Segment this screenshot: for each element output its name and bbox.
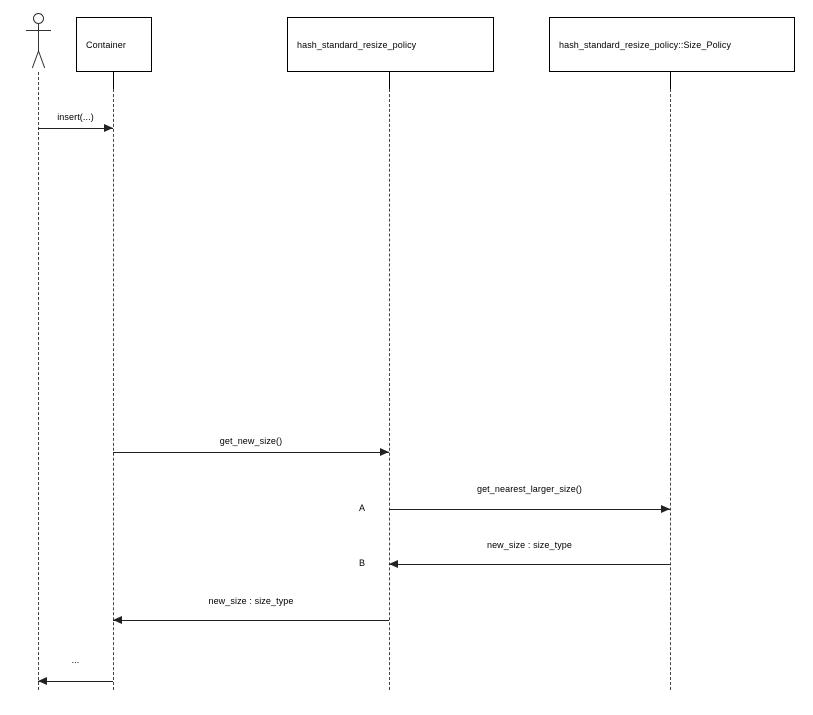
lifeline-container-stub	[113, 72, 114, 89]
message-arrowhead-new-size-return-outer	[113, 616, 122, 624]
message-label-get-nearest-larger-size: get_nearest_larger_size()	[476, 484, 583, 494]
message-marker-b: B	[359, 558, 366, 568]
message-line-insert	[38, 128, 113, 129]
lifeline-resize-policy	[389, 89, 390, 690]
lifeline-actor	[38, 72, 39, 690]
message-line-ellipsis-return	[38, 681, 113, 682]
participant-size-policy-label: hash_standard_resize_policy::Size_Policy	[559, 39, 732, 50]
message-arrowhead-new-size-return-inner	[389, 560, 398, 568]
message-line-get-new-size	[113, 452, 389, 453]
actor-leg-right-icon	[38, 50, 46, 69]
message-arrowhead-get-nearest-larger-size	[661, 505, 670, 513]
lifeline-resize-policy-stub	[389, 72, 390, 89]
participant-container[interactable]: Container	[76, 17, 152, 72]
lifeline-container	[113, 89, 114, 690]
message-label-new-size-return-inner: new_size : size_type	[486, 540, 573, 550]
lifeline-size-policy	[670, 89, 671, 690]
lifeline-size-policy-stub	[670, 72, 671, 89]
message-line-get-nearest-larger-size	[389, 509, 670, 510]
participant-size-policy[interactable]: hash_standard_resize_policy::Size_Policy	[549, 17, 795, 72]
message-arrowhead-ellipsis-return	[38, 677, 47, 685]
message-label-get-new-size: get_new_size()	[219, 436, 283, 446]
message-line-new-size-return-inner	[389, 564, 670, 565]
message-label-new-size-return-outer: new_size : size_type	[208, 596, 294, 606]
actor-head-icon	[33, 13, 44, 24]
message-arrowhead-get-new-size	[380, 448, 389, 456]
actor-body-icon	[38, 24, 39, 51]
participant-resize-policy[interactable]: hash_standard_resize_policy	[287, 17, 494, 72]
participant-container-label: Container	[86, 39, 126, 50]
message-arrowhead-insert	[104, 124, 113, 132]
message-line-new-size-return-outer	[113, 620, 389, 621]
participant-resize-policy-label: hash_standard_resize_policy	[297, 39, 417, 50]
message-marker-a: A	[359, 503, 366, 513]
message-label-insert: insert(...)	[57, 112, 94, 122]
message-label-ellipsis-return: ...	[71, 655, 80, 665]
